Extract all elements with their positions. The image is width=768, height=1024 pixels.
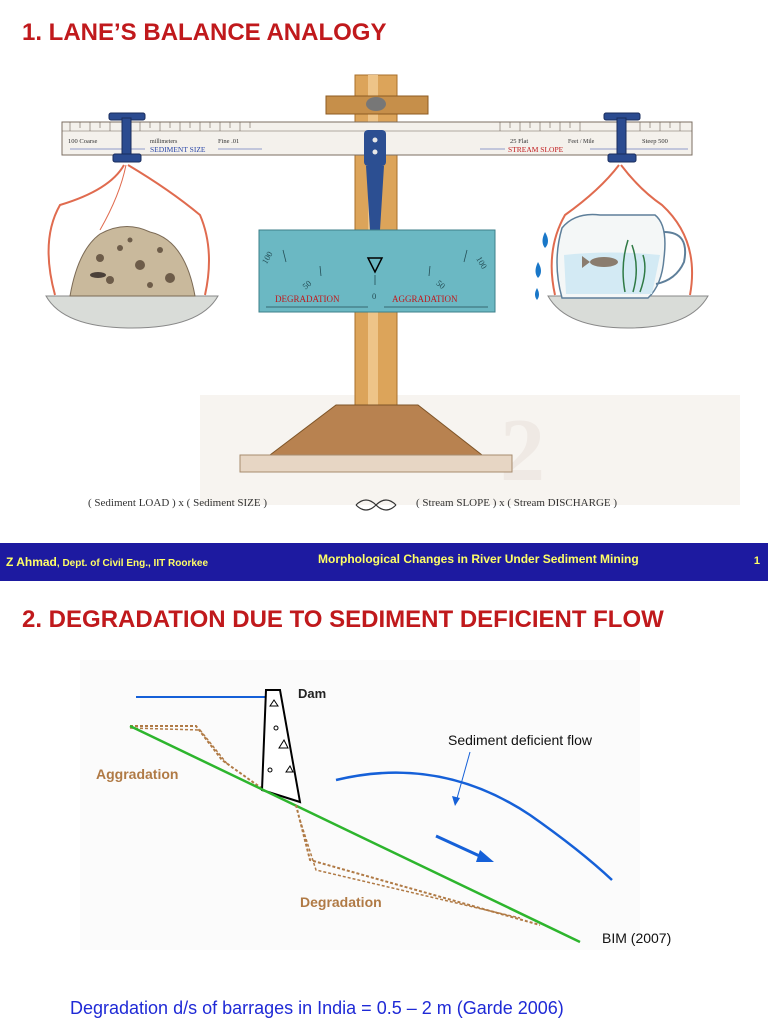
dam-label: Dam (298, 686, 326, 701)
scale-right-flat: 25 Flat (510, 138, 528, 145)
gauge-degradation-label: DEGRADATION (275, 294, 340, 304)
footer-department: , Dept. of Civil Eng., IIT Roorkee (56, 558, 209, 569)
fish-icon (590, 257, 618, 267)
dam-concrete-marks (267, 699, 294, 773)
slide-lane-balance: 1. LANE’S BALANCE ANALOGY 2 (22, 19, 740, 511)
scale-right-name: STREAM SLOPE (508, 145, 564, 154)
degradation-diagram: Dam Sediment deficient flow Aggradation … (80, 660, 671, 950)
svg-text:2: 2 (500, 401, 545, 500)
flow-arrow-icon (435, 834, 485, 860)
gauge-aggradation-label: AGGRADATION (392, 294, 458, 304)
degradation-fact-text: Degradation d/s of barrages in India = 0… (70, 998, 564, 1018)
water-drops-icon (535, 232, 548, 300)
scale-right-unit: Feet / Mile (568, 139, 595, 145)
dam-icon (260, 689, 302, 804)
sediment-flow-label: Sediment deficient flow (448, 732, 593, 748)
footer-author-name: Z Ahmad (6, 555, 57, 569)
right-slider-clamp (603, 112, 641, 163)
slide1-title: 1. LANE’S BALANCE ANALOGY (22, 19, 387, 46)
balance-gauge (258, 229, 496, 313)
aggradation-wedge (130, 725, 265, 791)
left-scale-pan (45, 295, 219, 329)
scale-right-steep: Steep 500 (642, 138, 668, 145)
degradation-wedge (295, 804, 541, 926)
proportional-symbol-icon (355, 499, 397, 511)
right-scale-pan (547, 295, 709, 329)
citation-label: BIM (2007) (602, 930, 671, 946)
lane-balance-illustration: 2 100 Coarse (45, 74, 740, 511)
caption-left: ( Sediment LOAD ) x ( Sediment SIZE ) (88, 497, 268, 509)
scale-left-coarse: 100 Coarse (68, 138, 98, 145)
slide-footer: Z Ahmad, Dept. of Civil Eng., IIT Roorke… (0, 543, 768, 581)
sediment-pile (69, 226, 196, 297)
footer-page-number: 1 (753, 555, 760, 567)
slide2-title: 2. DEGRADATION DUE TO SEDIMENT DEFICIENT… (22, 606, 664, 633)
scale-left-name: SEDIMENT SIZE (150, 145, 206, 154)
degradation-label: Degradation (300, 894, 382, 910)
footer-author: Z Ahmad, Dept. of Civil Eng., IIT Roorke… (6, 555, 208, 569)
scale-left-fine: Fine .01 (218, 138, 239, 145)
left-slider-clamp (108, 112, 146, 163)
gauge-tick-0: 0 (372, 291, 376, 301)
original-bed-line (129, 724, 581, 944)
footer-course-title: Morphological Changes in River Under Sed… (318, 552, 639, 566)
caption-right: ( Stream SLOPE ) x ( Stream DISCHARGE ) (416, 497, 618, 509)
scale-left-unit: millimeters (150, 139, 178, 145)
downstream-water-surface (335, 771, 613, 881)
aggradation-label: Aggradation (96, 766, 178, 782)
